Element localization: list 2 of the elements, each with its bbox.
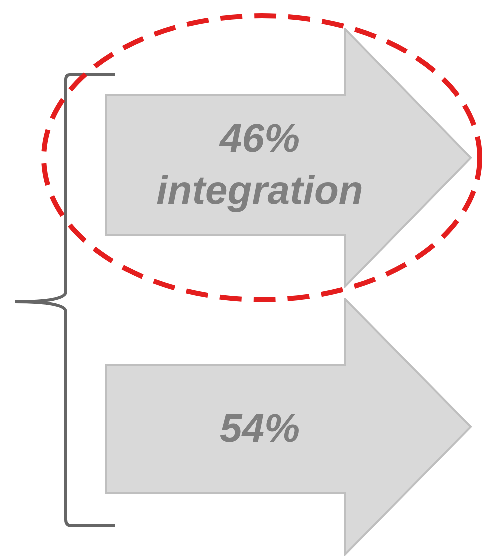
percentage-label: 46% integration — [156, 116, 364, 215]
percentage-label: 54% — [218, 406, 302, 453]
